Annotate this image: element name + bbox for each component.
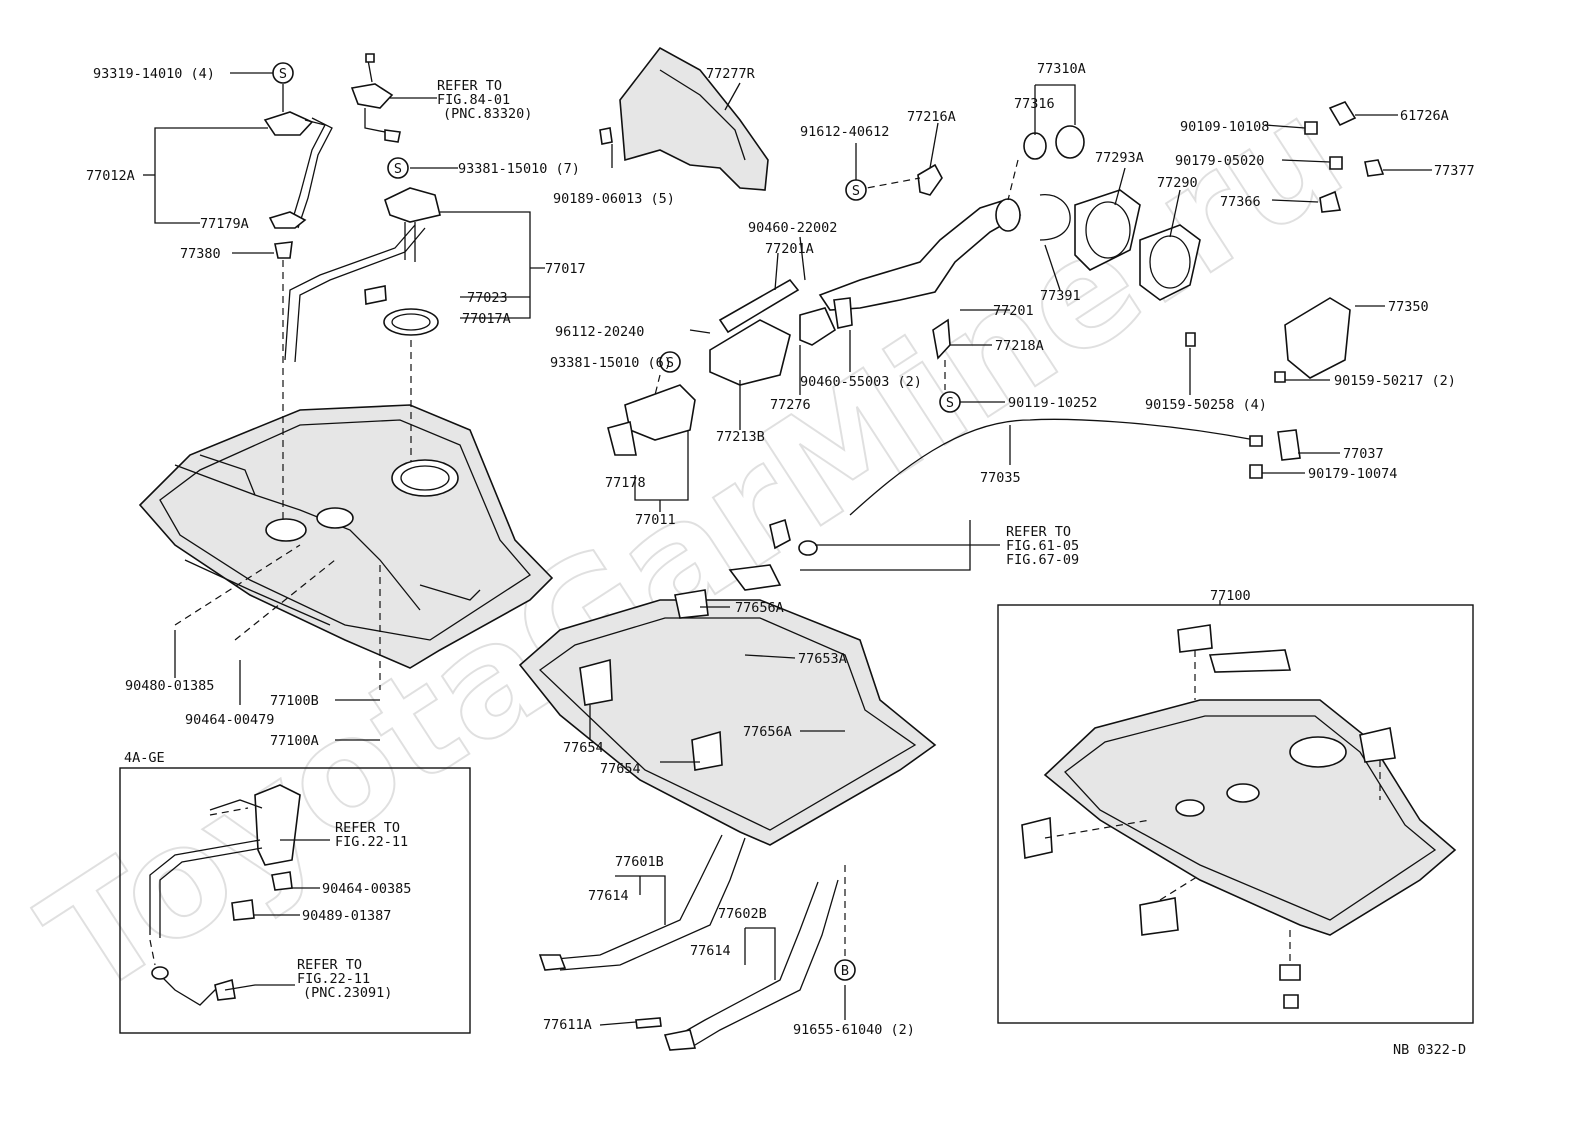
label-77654-1: 77654 xyxy=(563,740,604,756)
footer-code: NB 0322-D xyxy=(1393,1042,1466,1058)
symbol-s-2: S xyxy=(394,161,402,177)
label-77100B: 77100B xyxy=(270,693,319,709)
inset-77100-tank xyxy=(1021,624,1457,1009)
refer-fig22b-line2: FIG.22-11 xyxy=(297,971,370,987)
label-4age-title: 4A-GE xyxy=(124,750,165,766)
label-77377: 77377 xyxy=(1434,163,1475,179)
label-77366: 77366 xyxy=(1220,194,1261,210)
label-77100: 77100 xyxy=(1210,588,1251,604)
label-90464-00479: 90464-00479 xyxy=(185,712,274,728)
label-77310A: 77310A xyxy=(1037,61,1086,77)
symbol-s-3: S xyxy=(852,183,860,199)
label-91612-40612: 91612-40612 xyxy=(800,124,889,140)
label-77611A: 77611A xyxy=(543,1017,592,1033)
part-labels: 93319-14010 (4) 77012A 77179A 77380 REFE… xyxy=(86,61,1475,1058)
label-77316: 77316 xyxy=(1014,96,1055,112)
refer-fig22b-line1: REFER TO xyxy=(297,957,362,973)
symbol-s-1: S xyxy=(279,66,287,82)
refer-fig61-line1: REFER TO xyxy=(1006,524,1071,540)
filler-neck-assembly xyxy=(599,46,1385,591)
label-77656A-1: 77656A xyxy=(735,600,784,616)
label-77012A: 77012A xyxy=(86,168,135,184)
dashed-assembly-lines xyxy=(149,159,1381,966)
label-77035: 77035 xyxy=(980,470,1021,486)
label-90179-05020: 90179-05020 xyxy=(1175,153,1264,169)
label-77380: 77380 xyxy=(180,246,221,262)
label-90460-22002: 90460-22002 xyxy=(748,220,837,236)
label-77276: 77276 xyxy=(770,397,811,413)
label-77100A: 77100A xyxy=(270,733,319,749)
label-77201A: 77201A xyxy=(765,241,814,257)
symbol-s-5: S xyxy=(946,395,954,411)
label-77218A: 77218A xyxy=(995,338,1044,354)
label-77023: 77023 xyxy=(467,290,508,306)
label-90159-50217: 90159-50217 (2) xyxy=(1334,373,1456,389)
label-90489-01387: 90489-01387 xyxy=(302,908,391,924)
label-77178: 77178 xyxy=(605,475,646,491)
label-77213B: 77213B xyxy=(716,429,765,445)
label-77017: 77017 xyxy=(545,261,586,277)
label-93381-15010-7: 93381-15010 (7) xyxy=(458,161,580,177)
label-61726A: 61726A xyxy=(1400,108,1449,124)
refer-fig84-line3: (PNC.83320) xyxy=(443,106,532,122)
inset-4age-box xyxy=(119,767,471,1034)
label-77391: 77391 xyxy=(1040,288,1081,304)
refer-fig22-line2: FIG.22-11 xyxy=(335,834,408,850)
label-90159-50258: 90159-50258 (4) xyxy=(1145,397,1267,413)
label-77654-2: 77654 xyxy=(600,761,641,777)
label-91655-61040: 91655-61040 (2) xyxy=(793,1022,915,1038)
label-93381-15010-6: 93381-15010 (6) xyxy=(550,355,672,371)
label-77011: 77011 xyxy=(635,512,676,528)
label-90464-00385: 90464-00385 xyxy=(322,881,411,897)
label-77201: 77201 xyxy=(993,303,1034,319)
label-77614-2: 77614 xyxy=(690,943,731,959)
label-93319-14010: 93319-14010 (4) xyxy=(93,66,215,82)
inset-77100-box xyxy=(997,604,1474,1024)
label-77179A: 77179A xyxy=(200,216,249,232)
label-96112-20240: 96112-20240 xyxy=(555,324,644,340)
label-90119-10252: 90119-10252 xyxy=(1008,395,1097,411)
label-90179-10074: 90179-10074 xyxy=(1308,466,1397,482)
circled-symbols: S S S S S B xyxy=(272,62,961,981)
label-77601B: 77601B xyxy=(615,854,664,870)
label-77602B: 77602B xyxy=(718,906,767,922)
inset-4age-pump xyxy=(149,784,301,1006)
main-fuel-tank xyxy=(138,404,554,669)
refer-fig84-line1: REFER TO xyxy=(437,78,502,94)
refer-fig22b-line3: (PNC.23091) xyxy=(303,985,392,1001)
label-77293A: 77293A xyxy=(1095,150,1144,166)
label-77656A-2: 77656A xyxy=(743,724,792,740)
refer-fig22-line1: REFER TO xyxy=(335,820,400,836)
label-77614-1: 77614 xyxy=(588,888,629,904)
center-tank-protector xyxy=(518,589,937,1051)
label-77653A: 77653A xyxy=(798,651,847,667)
label-77037: 77037 xyxy=(1343,446,1384,462)
refer-fig61-line3: FIG.67-09 xyxy=(1006,552,1079,568)
label-90480-01385: 90480-01385 xyxy=(125,678,214,694)
label-77350: 77350 xyxy=(1388,299,1429,315)
leader-lines xyxy=(143,72,1432,1026)
symbol-s-4: S xyxy=(666,355,674,371)
label-77017A: 77017A xyxy=(462,311,511,327)
label-77277R: 77277R xyxy=(706,66,756,82)
label-77290: 77290 xyxy=(1157,175,1198,191)
refer-fig84-line2: FIG.84-01 xyxy=(437,92,510,108)
sender-gauge-parts xyxy=(263,53,441,363)
label-77216A: 77216A xyxy=(907,109,956,125)
label-90460-55003: 90460-55003 (2) xyxy=(800,374,922,390)
refer-fig61-line2: FIG.61-05 xyxy=(1006,538,1079,554)
label-90189-06013: 90189-06013 (5) xyxy=(553,191,675,207)
label-90109-10108: 90109-10108 xyxy=(1180,119,1269,135)
symbol-b: B xyxy=(841,963,849,979)
